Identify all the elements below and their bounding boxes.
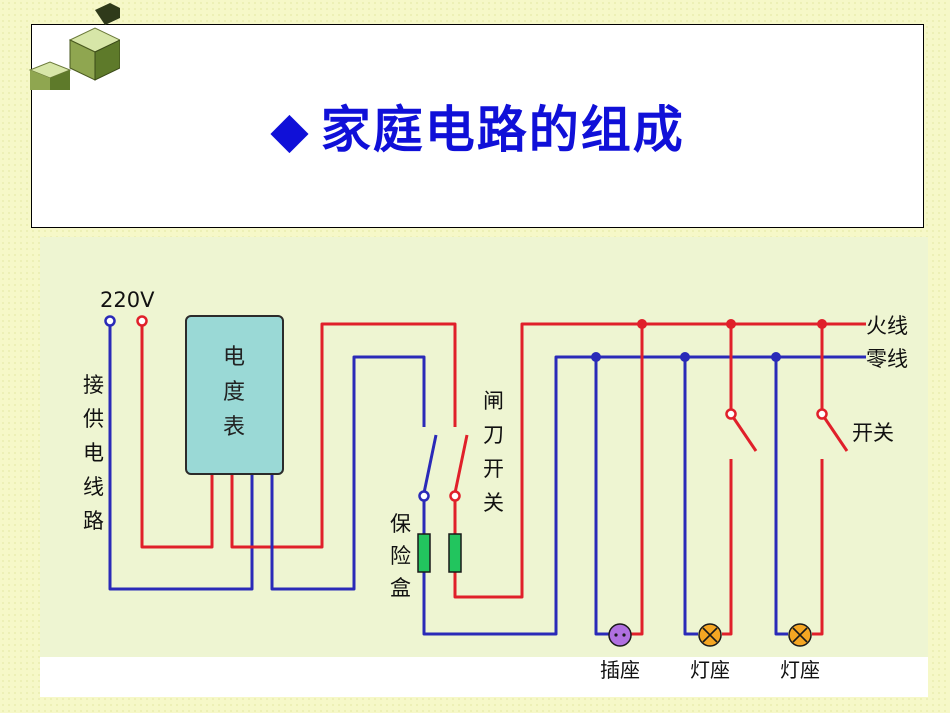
lamp2-switch-blade [822, 416, 849, 452]
supply-line-label-2: 供 [83, 407, 104, 431]
fuse-live [448, 533, 462, 573]
lamp-holder-2-icon [788, 623, 812, 647]
decorative-corner-cubes-icon [28, 3, 120, 90]
page-title: ◆家庭电路的组成 [270, 90, 684, 162]
meter-label-1: 电 [223, 345, 245, 370]
neutral-wire-label: 零线 [866, 347, 908, 371]
junction-dots [591, 319, 827, 362]
voltage-label: 220V [100, 288, 155, 312]
socket-icon [608, 623, 632, 647]
switch-label: 开关 [852, 421, 894, 445]
socket-label: 插座 [600, 658, 640, 682]
lamp-holder-2-label: 灯座 [780, 658, 820, 682]
supply-line-label-5: 路 [83, 509, 104, 533]
wire-socket-neutral [594, 357, 610, 636]
title-box: ◆家庭电路的组成 [31, 24, 924, 228]
supply-line-label-4: 线 [83, 475, 104, 499]
lamp-holder-1-icon [698, 623, 722, 647]
fuse-box-label-1: 保 [390, 512, 411, 536]
knife-switch-label-4: 关 [483, 491, 504, 515]
lamp1-switch-blade [731, 416, 758, 452]
live-wire-label: 火线 [866, 314, 908, 338]
wire-lamp1-live-bottom [722, 459, 733, 636]
fuse-box-label-3: 盒 [390, 576, 411, 600]
wire-lamp2-neutral [774, 357, 788, 636]
supply-line-label-3: 电 [83, 441, 104, 465]
knife-pivot-neutral [418, 490, 430, 502]
circuit-diagram-panel: 电 度 表 [40, 237, 928, 697]
meter-label-3: 表 [223, 415, 245, 440]
fuse-box-label-2: 险 [390, 544, 411, 568]
knife-switch-label-3: 开 [483, 457, 504, 481]
wire-fuse-live [453, 322, 866, 599]
wire-lamp2-live-bottom [812, 459, 824, 636]
electric-meter [185, 315, 284, 475]
lamp1-switch-pivot [725, 408, 737, 420]
lamp2-switch-pivot [816, 408, 828, 420]
household-circuit-diagram: 电 度 表 [83, 288, 908, 682]
knife-switch-label-1: 闸 [483, 389, 504, 413]
wire-supply-neutral [108, 321, 254, 591]
diamond-bullet-icon: ◆ [270, 101, 311, 159]
meter-label-2: 度 [223, 380, 245, 405]
knife-blade-live [453, 434, 469, 494]
title-text: 家庭电路的组成 [320, 101, 685, 159]
supply-terminal-neutral [104, 315, 116, 327]
knife-switch-label-2: 刀 [483, 423, 504, 447]
supply-line-label-1: 接 [83, 373, 104, 397]
wire-meter-neutral [270, 355, 426, 591]
wire-meter-live [230, 322, 457, 549]
supply-terminal-live [136, 315, 148, 327]
wire-socket-live [630, 324, 644, 636]
wire-fuse-neutral [422, 355, 866, 636]
wire-lamp1-neutral [683, 357, 698, 636]
wire-supply-live [140, 321, 214, 549]
fuse-neutral [417, 533, 431, 573]
knife-blade-neutral [422, 434, 438, 494]
lamp-holder-1-label: 灯座 [690, 658, 730, 682]
knife-pivot-live [449, 490, 461, 502]
